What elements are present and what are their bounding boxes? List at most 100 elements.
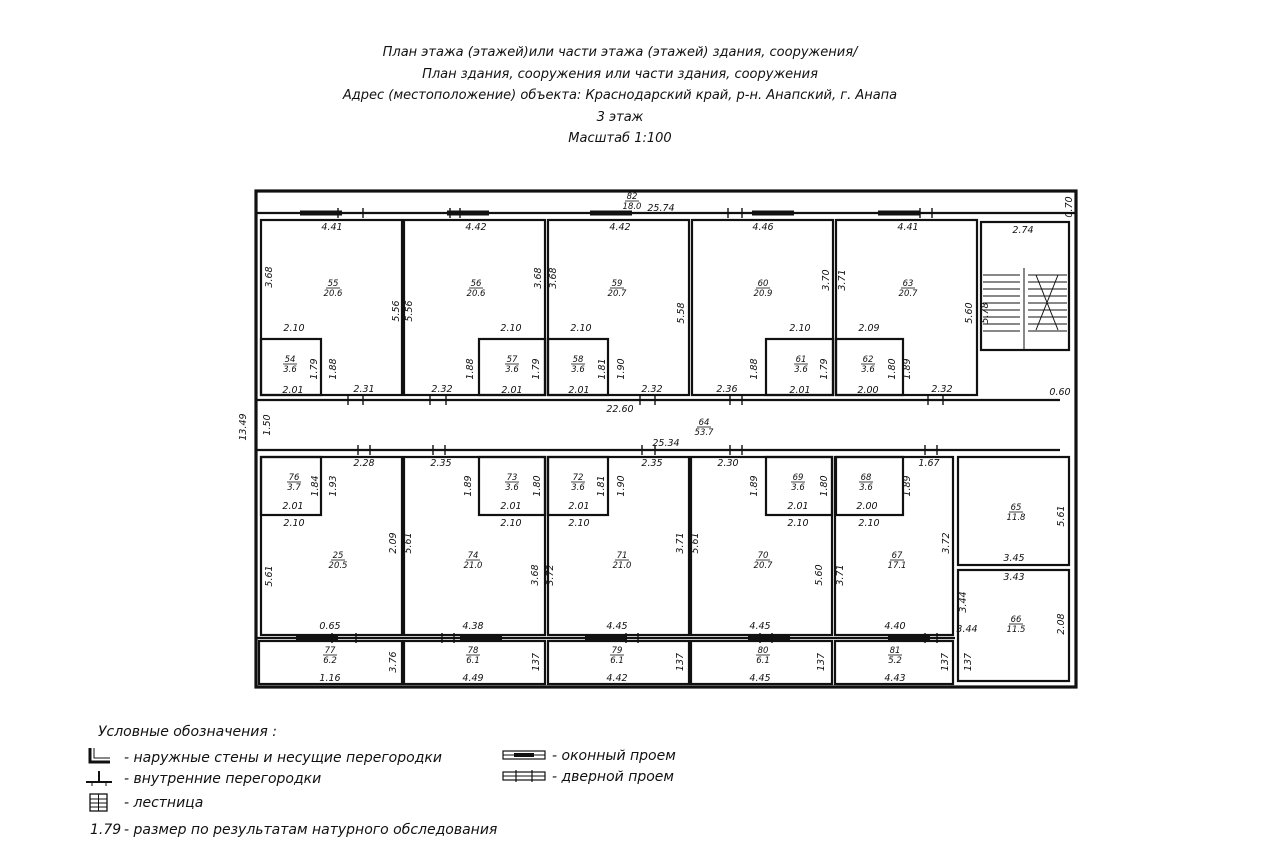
dimension-label: 4.41: [321, 222, 342, 233]
window-opening: [748, 635, 790, 641]
dimension-label: 4.46: [752, 222, 773, 233]
dimension-label: 1.80: [887, 358, 898, 379]
room-number: 66: [1011, 615, 1022, 625]
dimension-label: 2.09: [388, 532, 399, 553]
dimension-label: 2.35: [430, 458, 451, 469]
dimension-label: 137: [675, 653, 686, 671]
dimension-label: 2.10: [787, 518, 808, 529]
room-area: 6.2: [323, 656, 337, 666]
legend-measure-sample: 1.79: [90, 822, 122, 838]
room-label-57: 573.6: [505, 355, 519, 375]
window-opening: [296, 635, 338, 641]
room-number: 81: [890, 646, 901, 656]
legend-window-label: - оконный проем: [552, 748, 676, 764]
room-label-76: 763.7: [287, 473, 301, 493]
room-area: 3.7: [287, 483, 301, 493]
dimension-label: 0.70: [1064, 196, 1075, 217]
room-number: 58: [573, 355, 584, 365]
dimension-label: 2.01: [789, 385, 810, 396]
window-icon: [502, 750, 546, 760]
dimension-label: 1.89: [902, 475, 913, 496]
room-area: 11.5: [1007, 625, 1026, 635]
room-number: 55: [328, 279, 339, 289]
dimension-label: 5.78: [980, 302, 991, 323]
dimension-label: 4.45: [606, 621, 627, 632]
room-area: 3.6: [571, 365, 585, 375]
window-opening: [752, 210, 794, 216]
window-opening: [447, 210, 489, 216]
window-opening: [300, 210, 342, 216]
dimension-label: 4.49: [462, 673, 483, 684]
dimension-label: 3.70: [821, 269, 832, 290]
room-area: 3.6: [505, 483, 519, 493]
window-opening: [878, 210, 920, 216]
room-area: 17.1: [888, 561, 907, 571]
legend-door-label: - дверной проем: [552, 769, 674, 785]
dimension-label: 5.61: [264, 565, 275, 586]
room-area: 20.9: [754, 289, 773, 299]
room-label-61: 613.6: [794, 355, 808, 375]
dimension-label: 3.72: [941, 532, 952, 553]
dimension-label: 5.60: [814, 564, 825, 585]
dimension-label: 2.01: [501, 385, 522, 396]
room-number: 62: [863, 355, 874, 365]
room-area: 20.6: [324, 289, 344, 299]
dimension-label: 2.36: [716, 384, 737, 395]
dimension-label: 22.60: [606, 404, 633, 415]
dimension-label: 4.42: [606, 673, 627, 684]
room-area: 3.6: [505, 365, 519, 375]
dimension-label: 2.10: [283, 518, 304, 529]
room-label-73: 733.6: [505, 473, 519, 493]
dimension-label: 137: [816, 653, 827, 671]
dimension-label: 3.68: [548, 267, 559, 288]
dimension-label: 1.81: [597, 358, 608, 379]
room-label-54: 543.6: [283, 355, 297, 375]
legend-title: Условные обозначения :: [98, 724, 277, 740]
room-area: 20.7: [754, 561, 774, 571]
dimension-label: 2.01: [568, 501, 589, 512]
room-label-79: 796.1: [610, 646, 624, 666]
dimension-label: 4.38: [462, 621, 483, 632]
dimension-label: 5.56: [391, 300, 402, 321]
dimension-label: 5.61: [1056, 505, 1067, 526]
dimension-label: 2.01: [787, 501, 808, 512]
dimension-label: 3.71: [675, 532, 686, 553]
dimension-label: 3.68: [264, 266, 275, 287]
room-area: 3.6: [859, 483, 873, 493]
header-line-3: Адрес (местоположение) объекта: Краснода…: [342, 88, 898, 103]
dimension-label: 1.90: [616, 475, 627, 496]
room-number: 76: [289, 473, 300, 483]
room-number: 56: [471, 279, 482, 289]
plan-header: План этажа (этажей)или части этажа (этаж…: [0, 42, 1240, 150]
room-number: 71: [617, 551, 628, 561]
dimension-label: 2.10: [500, 518, 521, 529]
room-area: 3.6: [861, 365, 875, 375]
room-number: 78: [468, 646, 479, 656]
dimension-label: 2.00: [857, 385, 878, 396]
dimension-label: 2.10: [570, 323, 591, 334]
dimension-label: 2.28: [353, 458, 374, 469]
dimension-label: 2.32: [431, 384, 452, 395]
dimension-label: 1.80: [819, 475, 830, 496]
stair-icon: [89, 793, 108, 812]
dimension-label: 1.80: [532, 475, 543, 496]
dimension-label: 1.89: [749, 475, 760, 496]
dimension-label: 1.90: [616, 358, 627, 379]
dimension-label: 0.65: [319, 621, 340, 632]
room-area: 6.1: [756, 656, 770, 666]
dimension-label: 5.58: [676, 302, 687, 323]
room-area: 3.6: [791, 483, 805, 493]
dimension-label: 2.32: [931, 384, 952, 395]
header-line-2: План здания, сооружения или части здания…: [422, 66, 818, 82]
dimension-label: 4.45: [749, 673, 770, 684]
room-area: 21.0: [613, 561, 632, 571]
room-label-80: 806.1: [756, 646, 770, 666]
